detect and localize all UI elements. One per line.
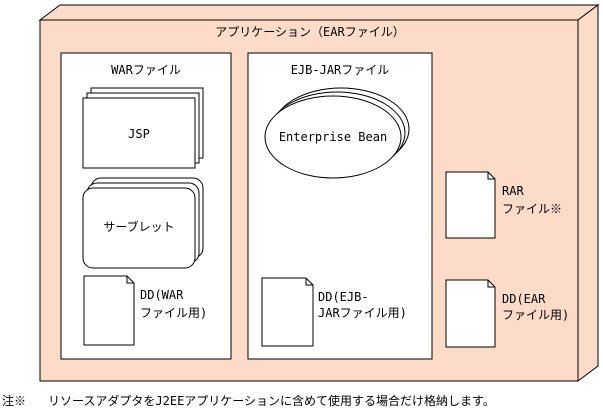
war-dd-label-line1: DD(WAR	[140, 288, 184, 302]
rar-document-icon	[445, 171, 496, 239]
ear-title: アプリケーション（EARファイル）	[215, 25, 405, 39]
ejb-dd-document-icon	[261, 277, 314, 347]
ejb-title: EJB-JARファイル	[290, 63, 390, 77]
rar-label-line1: RAR	[502, 184, 524, 198]
servlet-label: サーブレット	[103, 220, 175, 234]
jsp-document-stack	[82, 87, 204, 169]
ejb-dd-label-line1: DD(EJB-	[318, 290, 369, 304]
footnote-text: リソースアダプタをJ2EEアプリケーションに含めて使用する場合だけ格納します。	[48, 394, 495, 408]
war-dd-document-icon	[83, 275, 135, 346]
ear-dd-document-icon	[445, 279, 496, 348]
enterprise-bean-label: Enterprise Bean	[278, 130, 388, 144]
war-dd-label-line2: ファイル用)	[140, 306, 208, 320]
ejb-dd-label-line2: JARファイル用)	[318, 306, 407, 320]
rar-label-line2: ファイル※	[502, 202, 563, 216]
footnote-mark: 注※	[2, 394, 27, 408]
war-title: WARファイル	[111, 63, 181, 77]
ear-dd-label-line2: ファイル用)	[502, 308, 570, 322]
jsp-label: JSP	[128, 127, 150, 141]
ear-dd-label-line1: DD(EAR	[502, 292, 546, 306]
enterprise-bean-stack	[264, 87, 410, 179]
servlet-stack	[82, 177, 204, 269]
